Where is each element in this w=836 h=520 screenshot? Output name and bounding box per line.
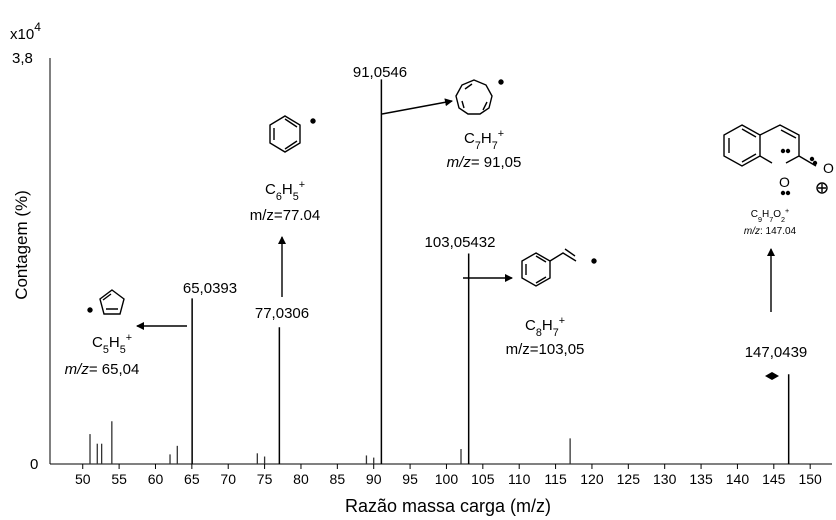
fragment-mz-c7h7: m/z= 91,05: [447, 154, 522, 171]
coumarin-structure-icon: [723, 124, 828, 196]
x-tick-label: 70: [220, 471, 236, 487]
fragment-formula-c7h7: C7H7+: [464, 128, 504, 152]
x-tick-label: 145: [762, 471, 786, 487]
fragment-formula-c9h7o2: C9H7O2+: [751, 206, 789, 224]
arrow-91: [381, 98, 453, 115]
peak-mz-label: 65,0393: [183, 280, 237, 297]
cyclopentadienyl-structure-icon: [87, 289, 125, 315]
major-peaks: 65,0393 77,0306 91,0546 103,05432 147,0439: [183, 64, 807, 464]
fragment-mz-c9h7o2: m/z: 147.04: [744, 226, 797, 237]
x-axis-title: Razão massa carga (m/z): [345, 496, 551, 516]
peak-mz-label: 103,05432: [425, 234, 496, 251]
minor-peaks: [89, 421, 571, 464]
y-axis-exponent-label: x104: [10, 20, 41, 43]
x-tick-label: 95: [402, 471, 418, 487]
x-tick-label: 80: [293, 471, 309, 487]
peak-mz-label: 91,0546: [353, 64, 407, 81]
x-tick-label: 90: [366, 471, 382, 487]
peak-mz-label: 77,0306: [255, 305, 309, 322]
x-tick-label: 110: [508, 471, 531, 487]
fragment-mz-c8h7: m/z=103,05: [506, 341, 585, 358]
tropylium-structure-icon: [455, 79, 504, 115]
fragment-mz-c5h5: m/z= 65,04: [65, 361, 140, 378]
x-tick-label: 105: [471, 471, 495, 487]
precursor-diamond-marker: [765, 372, 779, 380]
fragment-mz-c6h5: m/z=77.04: [250, 207, 320, 224]
x-tick-label: 55: [111, 471, 127, 487]
x-tick-label: 140: [726, 471, 750, 487]
x-tick-label: 135: [689, 471, 713, 487]
axes: [49, 58, 832, 465]
fragment-formula-c6h5: C6H5+: [265, 179, 305, 203]
phenyl-cation-structure-icon: [269, 115, 316, 153]
x-tick-label: 115: [544, 471, 567, 487]
fragment-formula-c5h5: C5H5+: [92, 332, 132, 356]
x-tick-label: 75: [257, 471, 273, 487]
coumarin-oxygen-carbonyl: O: [823, 160, 834, 176]
peak-mz-label: 147,0439: [745, 344, 808, 361]
y-axis-zero-label: 0: [30, 456, 38, 473]
x-tick-label: 100: [435, 471, 459, 487]
x-tick-label: 120: [580, 471, 604, 487]
x-tick-label: 85: [330, 471, 346, 487]
x-tick-label: 50: [75, 471, 91, 487]
y-axis-title: Contagem (%): [12, 190, 31, 300]
fragment-formula-c8h7: C8H7+: [525, 315, 565, 339]
styryl-cation-structure-icon: [521, 248, 597, 287]
y-axis-top-label: 3,8: [12, 50, 33, 67]
x-tick-label: 65: [184, 471, 200, 487]
x-tick-label: 130: [653, 471, 677, 487]
x-axis-ticks: 50 55 60 65 70 75 80 85 90 95 100 105 110 115 120 125 13…: [75, 464, 822, 487]
x-tick-label: 150: [798, 471, 822, 487]
coumarin-oxygen-ring: O: [779, 174, 790, 190]
x-tick-label: 60: [148, 471, 164, 487]
x-tick-label: 125: [617, 471, 641, 487]
annotation-arrows: [136, 98, 775, 330]
fragment-annotations: C5H5+ m/z= 65,04 C6H5+ m/z=77.04 C7H7+ m/z= 9…: [65, 128, 797, 378]
